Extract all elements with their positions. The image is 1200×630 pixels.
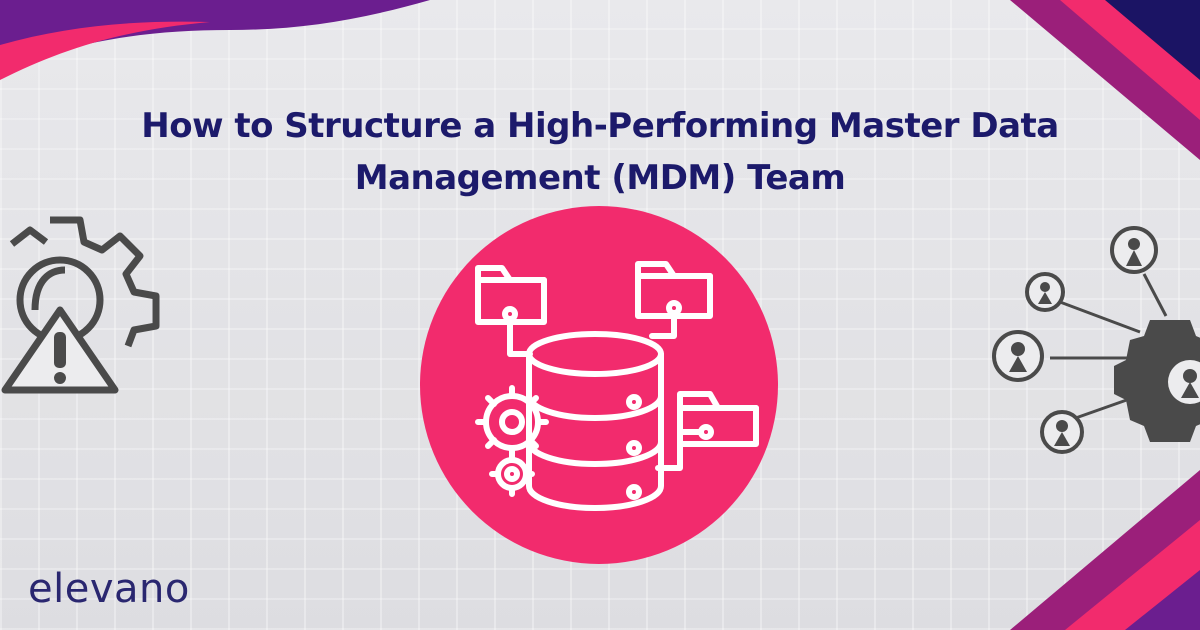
gear-network-people-icon xyxy=(992,226,1200,454)
database-folders-gears-icon xyxy=(475,261,759,511)
page-title: How to Structure a High-Performing Maste… xyxy=(0,100,1200,204)
title-line-1: How to Structure a High-Performing Maste… xyxy=(141,106,1059,146)
gear-warning-icon xyxy=(1,216,160,394)
title-line-2: Management (MDM) Team xyxy=(354,158,846,198)
elevano-logo: elevano xyxy=(28,566,190,612)
